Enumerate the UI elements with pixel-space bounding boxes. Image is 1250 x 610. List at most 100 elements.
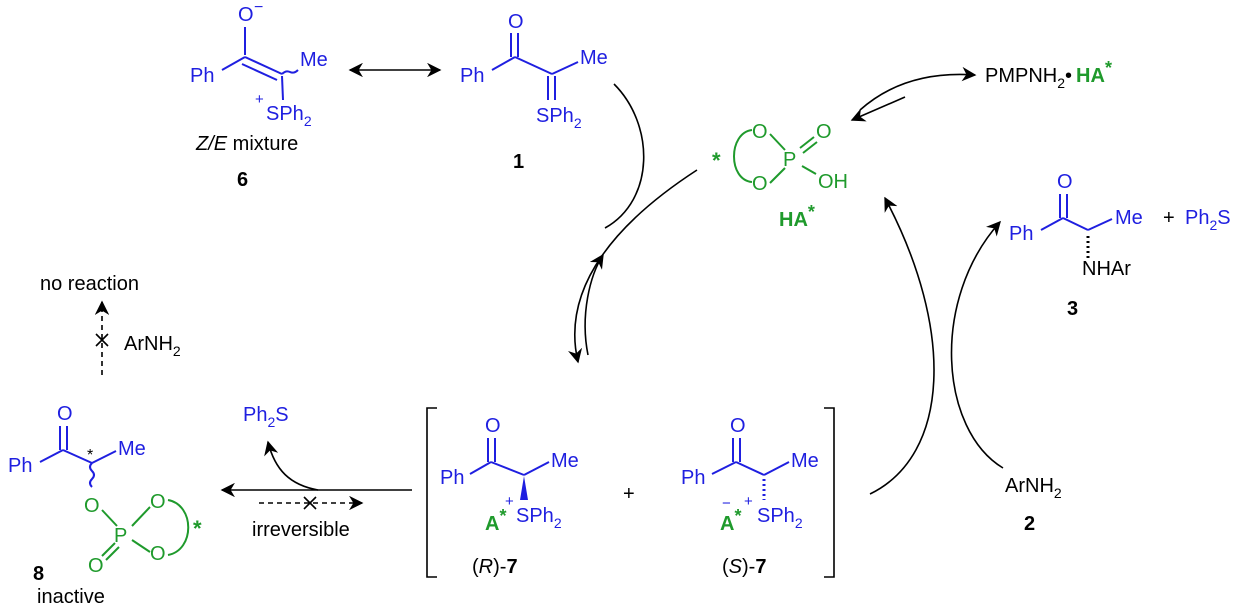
c8-me-bond xyxy=(91,450,117,464)
blocked-cross xyxy=(303,496,317,510)
r7-ph-bond xyxy=(469,461,492,475)
cat-label: HA* xyxy=(779,202,815,231)
s7-anion: A* xyxy=(720,506,741,535)
c8-wavy-bond xyxy=(89,462,95,488)
r7-label: (R)-7 xyxy=(472,556,518,578)
cat-oh: OH xyxy=(818,171,848,193)
c8-o-link: O xyxy=(84,495,100,517)
arrow-from-pmp-salt xyxy=(850,96,906,122)
r7-me-bond xyxy=(523,461,550,476)
arc-1-to-cycle xyxy=(604,83,645,229)
s7-me: Me xyxy=(791,450,819,472)
c6-note: Z/E mixture xyxy=(195,133,298,155)
catalyst-ha: * O O P O OH HA* xyxy=(712,121,848,231)
c8-o-ring1: O xyxy=(150,491,166,513)
s7-ph: Ph xyxy=(681,467,705,489)
p3-nhar: NHAr xyxy=(1082,258,1131,280)
c6-double-bond xyxy=(244,56,283,75)
c1-number: 1 xyxy=(513,151,524,173)
s7-me-bond xyxy=(763,461,790,476)
c6-plus: + xyxy=(255,91,264,108)
c6-oxide: O xyxy=(238,4,254,26)
cat-po-1 xyxy=(799,136,815,149)
c1-ph: Ph xyxy=(460,65,484,87)
cat-p: P xyxy=(783,149,796,171)
arrow-2-to-3 xyxy=(950,220,1004,469)
r7-anion: A* xyxy=(485,506,506,535)
c6-double-bond-2 xyxy=(241,63,278,81)
compound-r7: O Ph Me + SPh2 A* (R)-7 xyxy=(440,415,579,578)
c6-ph-bond xyxy=(221,56,246,71)
c6-me: Me xyxy=(300,49,328,71)
c8-me: Me xyxy=(118,438,146,460)
arrow-7-to-ha xyxy=(869,196,935,495)
bracket-left xyxy=(426,407,437,578)
cat-o2: O xyxy=(752,173,768,195)
p3-me: Me xyxy=(1115,207,1143,229)
side-arnh2: ArNH2 xyxy=(124,333,181,359)
c6-oxide-charge: − xyxy=(254,0,263,16)
arrow-ha-to-7 xyxy=(568,169,698,364)
p3-o: O xyxy=(1057,171,1073,193)
c6-number: 6 xyxy=(237,169,248,191)
c6-sph2: SPh2 xyxy=(266,103,312,129)
amine-2: ArNH2 xyxy=(1005,475,1062,501)
s7-minus: − xyxy=(722,495,731,512)
c1-cc-bond xyxy=(514,56,553,75)
c8-ph-bond xyxy=(39,449,64,463)
cat-o1: O xyxy=(752,121,768,143)
c1-o: O xyxy=(508,11,524,33)
c8-o-dbl: O xyxy=(88,555,104,577)
plus-between-7: + xyxy=(623,483,635,505)
s7-ph-bond xyxy=(711,461,737,475)
side-ph2s: Ph2S xyxy=(243,404,289,430)
bracket-right xyxy=(824,407,835,578)
amine-2-number: 2 xyxy=(1024,513,1035,535)
p3-ph2s: Ph2S xyxy=(1185,207,1231,233)
c8-po-dbl-1 xyxy=(101,542,116,557)
c8-backbone-arc xyxy=(167,499,190,556)
c8-p: P xyxy=(114,525,127,547)
cat-po-2 xyxy=(802,141,818,154)
c8-o-ring2: O xyxy=(150,543,166,565)
c1-sph2: SPh2 xyxy=(536,105,582,131)
c8-number: 8 xyxy=(33,563,44,585)
c8-o-p xyxy=(101,509,118,527)
r7-me: Me xyxy=(551,450,579,472)
cat-o3: O xyxy=(816,121,832,143)
irreversible-label: irreversible xyxy=(252,519,350,541)
cat-o1-p xyxy=(769,133,786,151)
r7-o: O xyxy=(485,415,501,437)
product-3: O Ph Me NHAr + Ph2S 3 xyxy=(1009,171,1231,320)
r7-plus: + xyxy=(505,493,514,510)
c1-ph-bond xyxy=(491,56,516,71)
compound-8: O Ph Me * O P O O O * 8 inactive xyxy=(8,403,202,608)
r7-wedge-bond xyxy=(520,476,528,500)
c8-stereo-star: * xyxy=(87,447,93,464)
c8-ring-star: * xyxy=(193,516,202,541)
pmp-salt: PMPNH2•HA* xyxy=(985,58,1112,91)
blocked-amine-cross xyxy=(95,333,109,347)
cat-p-oh xyxy=(801,165,817,175)
s7-o: O xyxy=(730,415,746,437)
c8-note: inactive xyxy=(37,586,105,608)
compound-s7: O Ph Me − + SPh2 A* (S)-7 xyxy=(681,415,819,578)
p3-ph: Ph xyxy=(1009,223,1033,245)
p3-ph-bond xyxy=(1040,217,1064,231)
r7-cc-bond xyxy=(490,461,525,476)
cat-o2-p xyxy=(769,167,786,184)
s7-sph2: SPh2 xyxy=(757,505,803,531)
compound-1: O Ph Me SPh2 1 xyxy=(460,11,608,173)
c6-wavy-bond xyxy=(281,69,299,75)
p3-me-bond xyxy=(1087,218,1113,231)
c1-me: Me xyxy=(580,47,608,69)
c8-p-o2 xyxy=(131,539,151,553)
c8-ph: Ph xyxy=(8,455,32,477)
c8-o-top: O xyxy=(57,403,73,425)
r7-ph: Ph xyxy=(440,467,464,489)
compound-6: O − Ph Me + SPh2 Z/E mixture 6 xyxy=(190,0,328,191)
p3-number: 3 xyxy=(1067,298,1078,320)
c8-cc-bond xyxy=(62,449,93,464)
c1-me-bond xyxy=(551,61,579,75)
